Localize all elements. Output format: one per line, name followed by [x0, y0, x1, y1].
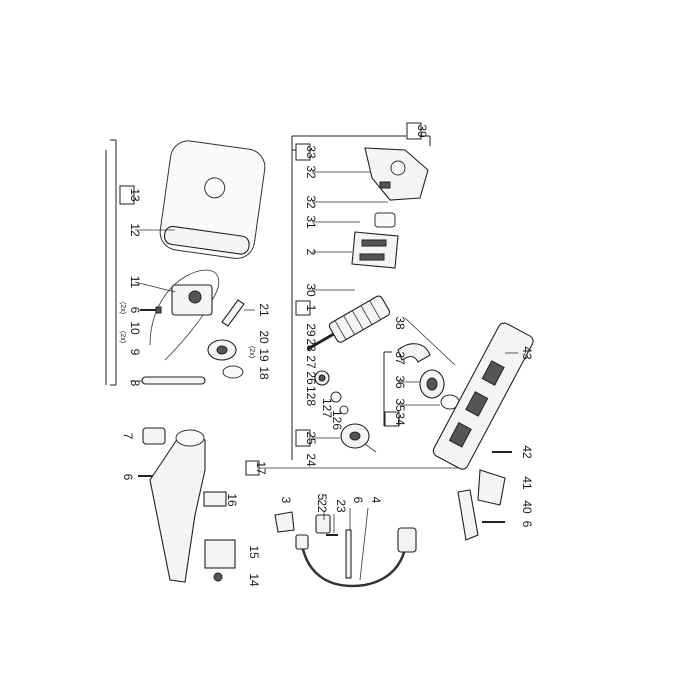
cover-group	[105, 139, 266, 386]
label-32-top: 32	[304, 165, 318, 179]
label-6-cable: 6	[351, 497, 365, 504]
main-housing	[432, 322, 534, 470]
label-5: 5	[315, 494, 329, 501]
motor-group	[245, 135, 460, 476]
label-2x-b: (2x)	[119, 331, 126, 343]
screw-10	[140, 306, 162, 314]
label-36: 36	[393, 375, 407, 389]
label-31: 31	[304, 215, 318, 229]
label-18: 18	[257, 366, 271, 380]
label-42: 42	[520, 445, 534, 459]
label-25: 25	[304, 431, 318, 445]
label-11: 11	[128, 276, 142, 289]
clip-21	[221, 299, 245, 327]
rod-8	[141, 376, 206, 385]
label-43: 43	[520, 346, 534, 360]
stator	[351, 231, 399, 269]
part-5	[315, 514, 331, 534]
fan-assembly	[419, 369, 460, 410]
power-cable	[274, 511, 417, 588]
part-7	[142, 427, 166, 445]
brush-holder	[207, 339, 244, 379]
label-6-bottom: 6	[121, 474, 135, 481]
label-2x-a: (2x)	[119, 302, 126, 314]
label-27: 27	[304, 355, 318, 369]
label-29: 29	[304, 323, 318, 337]
label-12: 12	[128, 223, 142, 237]
label-34: 34	[393, 412, 407, 426]
label-32-bottom: 32	[304, 195, 318, 209]
label-15: 15	[247, 545, 261, 559]
label-17: 17	[254, 461, 268, 475]
part-15	[204, 539, 236, 569]
label-37: 37	[393, 351, 407, 365]
ring-127	[339, 405, 349, 415]
gear-25	[340, 423, 377, 453]
label-126: 126	[330, 410, 344, 430]
label-9: 9	[128, 349, 142, 356]
part-41	[477, 469, 506, 506]
label-14: 14	[247, 573, 261, 587]
label-128: 128	[304, 386, 318, 406]
label-39: 39	[415, 124, 429, 138]
label-2x-c: (2x)	[248, 346, 255, 358]
label-33: 33	[304, 145, 318, 159]
armature	[306, 295, 391, 351]
electronics-module	[364, 147, 429, 201]
hose-37	[397, 343, 431, 363]
plug	[397, 527, 417, 553]
label-23: 23	[334, 499, 348, 513]
part-16	[203, 491, 227, 507]
label-16: 16	[225, 493, 239, 507]
housing-right	[383, 317, 534, 541]
label-13: 13	[128, 188, 142, 202]
label-19: 19	[257, 348, 271, 362]
label-26: 26	[304, 371, 318, 385]
label-6-right: 6	[520, 521, 534, 528]
label-1: 1	[304, 305, 318, 312]
screw-14	[213, 572, 223, 582]
label-28: 28	[304, 338, 318, 352]
label-30: 30	[304, 283, 318, 297]
cover-plate	[159, 140, 266, 259]
label-38: 38	[393, 316, 407, 330]
label-4: 4	[369, 497, 383, 504]
labels: 13 12 11 (2x) 6 10 (2x) 9 8 21 20 (2x) 1…	[119, 122, 534, 587]
label-8: 8	[128, 380, 142, 387]
label-20: 20	[257, 330, 271, 344]
part-6-rod	[345, 529, 352, 579]
label-40: 40	[520, 500, 534, 514]
label-7: 7	[121, 433, 135, 440]
part-31	[374, 212, 396, 228]
label-22: 22	[315, 499, 329, 513]
label-2: 2	[304, 249, 318, 256]
label-35: 35	[393, 398, 407, 412]
handle-housing	[138, 427, 236, 583]
label-3: 3	[279, 497, 293, 504]
label-127: 127	[320, 398, 334, 418]
part-40	[457, 489, 479, 541]
label-6-left: 6	[128, 307, 142, 314]
label-21: 21	[257, 303, 271, 317]
label-10: 10	[128, 321, 142, 335]
label-41: 41	[520, 476, 534, 490]
switch-module	[171, 284, 213, 316]
label-24: 24	[304, 453, 318, 467]
part-3	[274, 511, 295, 533]
ring-128	[330, 391, 342, 403]
